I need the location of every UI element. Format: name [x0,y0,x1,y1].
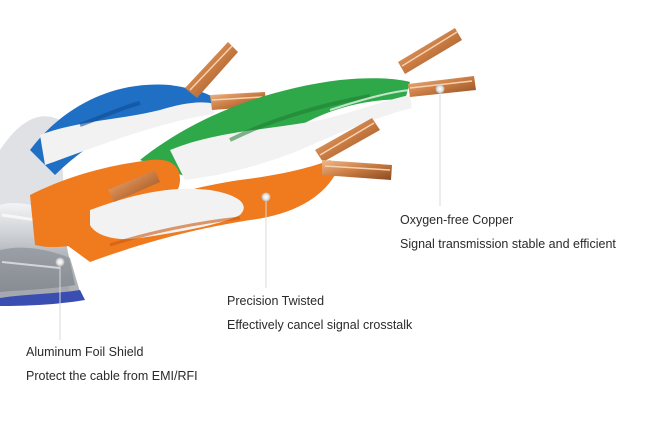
orange-copper-strands [108,118,392,202]
callout-title: Aluminum Foil Shield [26,345,144,359]
callout-description: Effectively cancel signal crosstalk [227,318,413,332]
callout-precision-twisted: Precision Twisted Effectively cancel sig… [227,292,412,334]
leader-line-twisted [261,192,271,288]
callout-description: Protect the cable from EMI/RFI [26,369,198,383]
green-twisted-pair [140,78,412,180]
leader-line-shield [55,257,65,340]
blue-twisted-pair [30,84,215,175]
callout-description: Signal transmission stable and efficient [400,237,616,251]
callout-aluminum-foil-shield: Aluminum Foil Shield Protect the cable f… [26,343,198,385]
callout-oxygen-free-copper: Oxygen-free Copper Signal transmission s… [400,211,616,253]
leader-line-copper [435,84,445,206]
callout-title: Precision Twisted [227,294,325,308]
callout-title: Oxygen-free Copper [400,213,514,227]
